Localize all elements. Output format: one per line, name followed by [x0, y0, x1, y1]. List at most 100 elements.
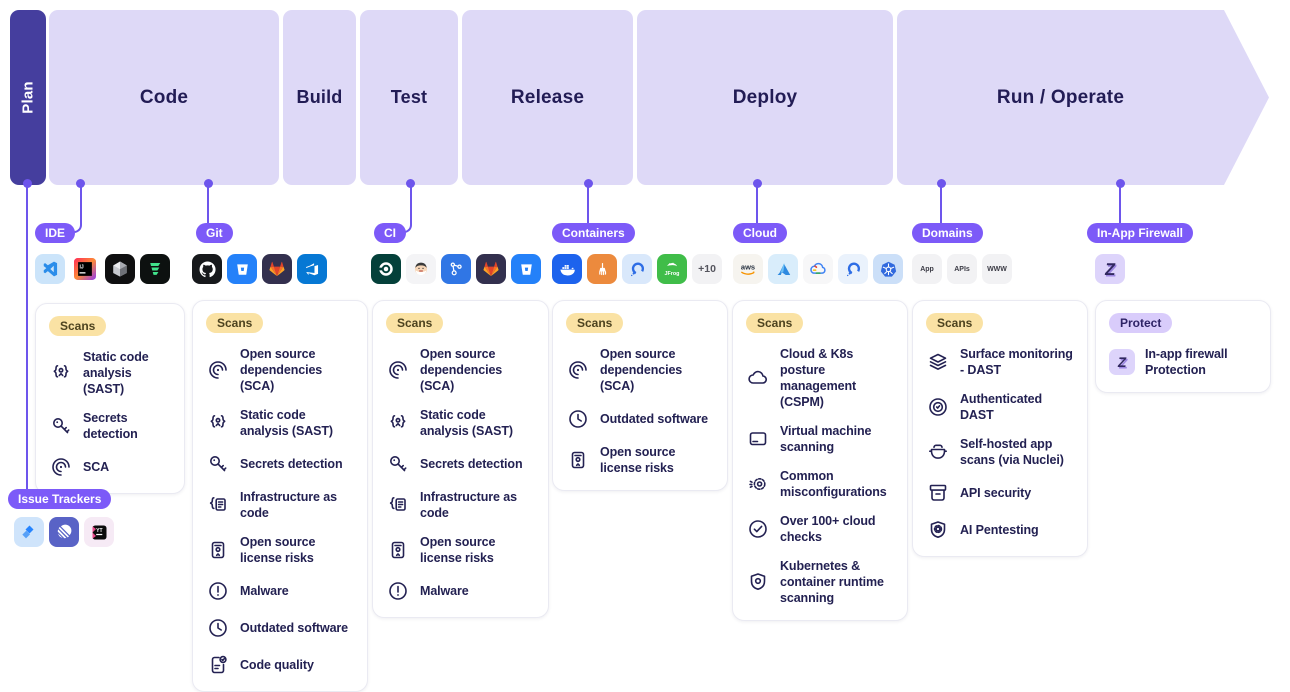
connector-line-ide — [70, 186, 82, 233]
stage-run-operate: Run / Operate — [897, 10, 1269, 185]
gitlab-icon — [476, 254, 506, 284]
group-label-containers: Containers — [552, 223, 635, 243]
scan-item-label: API security — [960, 486, 1032, 500]
secrets-icon — [49, 414, 73, 438]
scan-item-label: Virtual machine scanning — [780, 424, 872, 454]
scan-item-label: Malware — [420, 584, 469, 598]
group-label-ide: IDE — [35, 223, 76, 243]
registry-icon — [587, 254, 617, 284]
scan-item-label: Common misconfigurations — [780, 469, 887, 499]
connector-dot-containers — [584, 179, 593, 188]
scan-item: Open source dependencies (SCA) — [386, 346, 535, 394]
cloud-icon — [746, 366, 770, 390]
check-icon — [746, 517, 770, 541]
scan-item: Surface monitoring - DAST — [926, 346, 1074, 378]
azure-devops-icon — [297, 254, 327, 284]
scan-item: Authenticated DAST — [926, 391, 1074, 423]
scan-item: Open source license risks — [206, 534, 354, 566]
scan-item-label: Outdated software — [600, 412, 709, 426]
scan-item: AI Pentesting — [926, 518, 1074, 542]
malware-icon — [206, 579, 230, 603]
scan-item-label: Secrets detection — [83, 411, 138, 441]
more-count-chip: +10 — [692, 254, 722, 284]
scans-badge: Scans — [746, 313, 804, 333]
secrets-icon — [386, 452, 410, 476]
layers-icon — [926, 350, 950, 374]
connector-line-containers — [587, 186, 589, 223]
scan-item: Open source dependencies (SCA) — [206, 346, 354, 394]
scan-item-label: Open source dependencies (SCA) — [600, 347, 683, 393]
group-label-git: Git — [196, 223, 233, 243]
cursor-icon — [105, 254, 135, 284]
license-icon — [566, 448, 590, 472]
scan-item-label: Static code analysis (SAST) — [420, 408, 513, 438]
scans-badge: Scans — [926, 313, 984, 333]
svg-text:JFrog: JFrog — [665, 271, 680, 277]
scans-badge: Scans — [566, 313, 624, 333]
youtrack-icon: YT — [84, 517, 114, 547]
cloud-scans-card: Scans Cloud & K8s posture management (CS… — [732, 300, 908, 621]
aws-icon: aws — [733, 254, 763, 284]
scan-item-label: Cloud & K8s posture management (CSPM) — [780, 347, 857, 409]
azure-pipelines-icon — [441, 254, 471, 284]
quay-icon — [622, 254, 652, 284]
github-icon — [192, 254, 222, 284]
connector-line-ci — [402, 186, 412, 233]
iac-icon — [206, 493, 230, 517]
bitbucket-icon — [227, 254, 257, 284]
connector-dot-ide — [76, 179, 85, 188]
scan-item: Static code analysis (SAST) — [206, 407, 354, 439]
ci-icons-row — [371, 254, 541, 284]
stage-test: Test — [360, 10, 458, 185]
shield-dot-icon — [746, 570, 770, 594]
scan-item-label: Open source dependencies (SCA) — [240, 347, 323, 393]
gitlab-icon — [262, 254, 292, 284]
scan-item-label: Authenticated DAST — [960, 392, 1043, 422]
scan-item: Cloud & K8s posture management (CSPM) — [746, 346, 894, 410]
pot-icon — [926, 440, 950, 464]
domains-scans-card: Scans Surface monitoring - DAST Authentic… — [912, 300, 1088, 557]
scan-item: API security — [926, 481, 1074, 505]
scan-item: Virtual machine scanning — [746, 423, 894, 455]
connector-dot-plan — [23, 179, 32, 188]
connector-line-git — [207, 186, 209, 223]
scans-badge: Scans — [206, 313, 264, 333]
license-icon — [206, 538, 230, 562]
connector-dot-ci — [406, 179, 415, 188]
clock-icon — [206, 616, 230, 640]
connector-line-domains — [940, 186, 942, 223]
scan-item-label: Over 100+ cloud checks — [780, 514, 876, 544]
connector-dot-domains — [937, 179, 946, 188]
scan-item-label: Kubernetes & container runtime scanning — [780, 559, 884, 605]
firewall-icons-row: Z — [1095, 254, 1125, 284]
azure-icon — [768, 254, 798, 284]
vm-icon — [746, 427, 770, 451]
jenkins-icon — [406, 254, 436, 284]
zen-icon: Z — [1109, 349, 1135, 375]
ide-scans-card: Scans Static code analysis (SAST)Secrets… — [35, 303, 185, 494]
iac-icon — [386, 493, 410, 517]
scan-item: Self-hosted app scans (via Nuclei) — [926, 436, 1074, 468]
shield-gear-icon — [926, 518, 950, 542]
scan-item: Outdated software — [566, 407, 714, 431]
svg-text:YT: YT — [96, 528, 103, 534]
domain-chip-www: WWW — [982, 254, 1012, 284]
domain-chip-apis: APIs — [947, 254, 977, 284]
connector-line-firewall — [1119, 186, 1121, 223]
windsurf-icon — [140, 254, 170, 284]
sast-icon — [49, 361, 73, 385]
stage-release: Release — [462, 10, 633, 185]
cloud-icons-row: aws — [733, 254, 903, 284]
connector-line-plan — [26, 186, 28, 489]
connector-dot-git — [204, 179, 213, 188]
svg-text:aws: aws — [741, 263, 755, 272]
jfrog-icon: JFrog — [657, 254, 687, 284]
scan-item-label: Secrets detection — [420, 457, 523, 471]
stage-code: Code — [49, 10, 279, 185]
stage-build: Build — [283, 10, 356, 185]
scan-item-label: Malware — [240, 584, 289, 598]
scan-item: Infrastructure as code — [206, 489, 354, 521]
